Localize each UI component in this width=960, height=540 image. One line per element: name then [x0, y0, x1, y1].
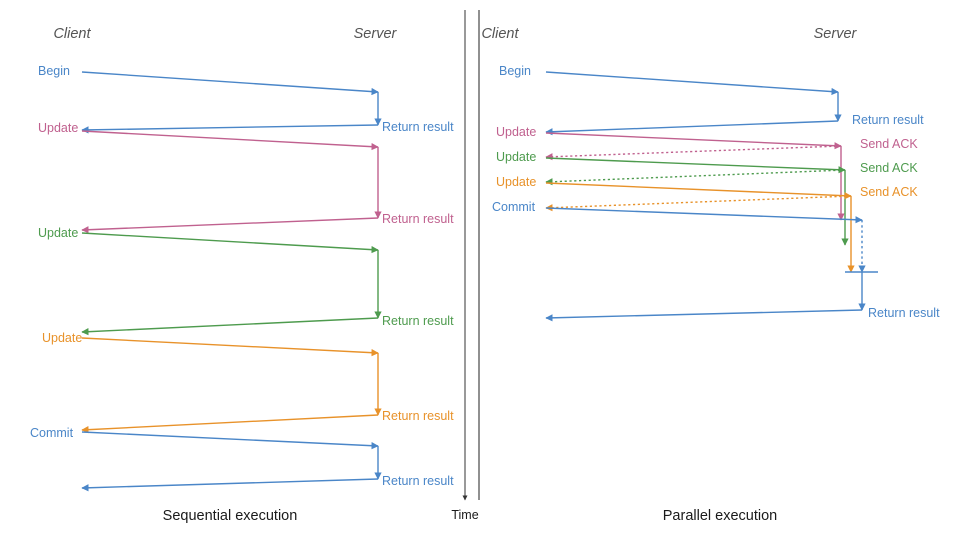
message-arrow-4	[81, 232, 379, 254]
message-label-p-commit-8: Commit	[492, 200, 536, 214]
message-label-update-4: Update	[38, 226, 78, 240]
message-arrow-parallel-8	[545, 207, 863, 224]
message-label-p-begin-0: Begin	[499, 64, 531, 78]
time-axis-label: Time	[451, 508, 478, 522]
message-label-p-update-4: Update	[496, 150, 536, 164]
message-arrow-parallel-7	[545, 195, 852, 212]
message-arrow-parallel-1	[545, 120, 839, 136]
message-arrow-parallel-9	[545, 309, 863, 322]
message-label-p-send-ack-3: Send ACK	[860, 137, 918, 151]
message-label-commit-8: Commit	[30, 426, 74, 440]
left-panel-caption: Sequential execution	[163, 508, 298, 524]
message-label-begin-0: Begin	[38, 64, 70, 78]
message-label-return-result-1: Return result	[382, 120, 454, 134]
lane-label-server-parallel: Server	[814, 26, 858, 42]
message-arrow-5	[81, 317, 379, 336]
lane-label-client: Client	[53, 26, 91, 42]
message-label-p-return-result-1: Return result	[852, 113, 924, 127]
message-label-return-result-7: Return result	[382, 409, 454, 423]
message-arrow-parallel-3	[545, 145, 842, 161]
message-label-return-result-5: Return result	[382, 314, 454, 328]
message-arrow-parallel-6	[545, 182, 852, 200]
message-label-p-send-ack-5: Send ACK	[860, 161, 918, 175]
message-arrow-0	[81, 71, 379, 96]
message-arrow-7	[81, 414, 379, 434]
message-arrow-parallel-0	[545, 71, 839, 96]
message-label-p-update-6: Update	[496, 175, 536, 189]
message-arrow-parallel-4	[545, 157, 846, 174]
message-label-p-update-2: Update	[496, 125, 536, 139]
message-arrow-parallel-5	[545, 169, 846, 186]
message-label-p-send-ack-7: Send ACK	[860, 185, 918, 199]
message-label-p-return-result-9: Return result	[868, 306, 940, 320]
lane-label-server: Server	[354, 26, 398, 42]
chrome-group: Time	[451, 10, 480, 522]
message-label-update-6: Update	[42, 331, 82, 345]
message-arrow-parallel-2	[545, 132, 842, 150]
message-arrow-6	[81, 337, 379, 357]
message-arrow-2	[81, 130, 379, 151]
message-arrow-3	[81, 217, 379, 234]
message-label-return-result-9: Return result	[382, 474, 454, 488]
message-arrow-1	[81, 124, 379, 134]
message-arrow-9	[81, 478, 379, 492]
message-arrow-8	[81, 431, 379, 450]
message-label-return-result-3: Return result	[382, 212, 454, 226]
lane-label-client-parallel: Client	[481, 26, 519, 42]
message-label-update-2: Update	[38, 121, 78, 135]
right-panel-caption: Parallel execution	[663, 508, 777, 524]
